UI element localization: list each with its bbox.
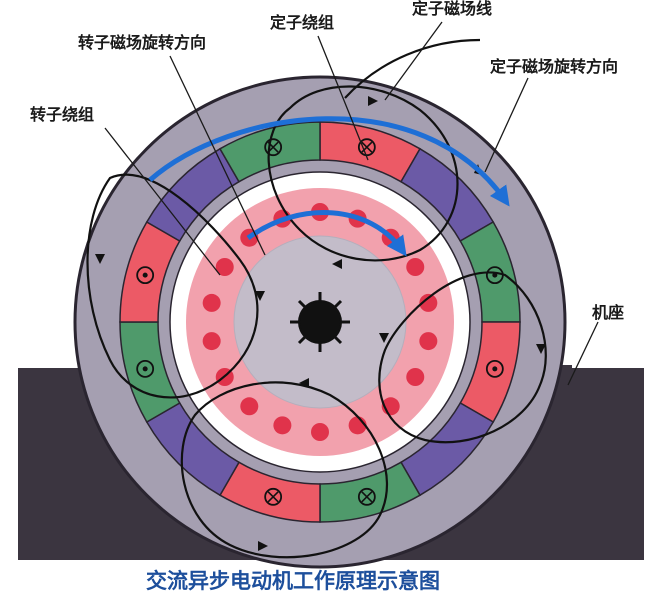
label-stator-field-direction: 定子磁场旋转方向 [489, 57, 618, 76]
diagram-caption: 交流异步电动机工作原理示意图 [146, 569, 440, 593]
label-stator-winding: 定子绕组 [269, 13, 334, 32]
rotor-bar [419, 293, 438, 312]
field-loop-bottom [180, 381, 389, 559]
stator-slot-green [218, 121, 321, 183]
rotor-bar [202, 332, 221, 351]
arrow-icon [379, 333, 389, 343]
arrow-icon [368, 96, 378, 106]
field-arrowheads [95, 96, 546, 551]
rotor-bar [311, 423, 329, 441]
stator-field-lines [86, 38, 547, 559]
field-loop-top [267, 85, 459, 262]
label-frame: 机座 [592, 303, 624, 322]
rotor-bar [406, 368, 425, 386]
current-out-icon [136, 266, 155, 285]
label-rotor-field-direction: 转子磁场旋转方向 [78, 33, 206, 52]
rotor-bar [215, 258, 234, 276]
arrow-icon [299, 378, 309, 388]
shaft-icon [290, 292, 350, 352]
rotor-bar [202, 293, 221, 312]
current-out-icon [485, 359, 504, 378]
rotor-rotation-arrow [246, 210, 407, 257]
leader-lines [104, 21, 599, 386]
stator-ring [119, 121, 521, 523]
rotor-bar [273, 416, 292, 435]
arrow-icon [95, 254, 105, 264]
current-in-icon [357, 487, 376, 506]
arrow-icon [255, 291, 265, 301]
field-loop-right [378, 271, 547, 444]
arrow-icon [536, 344, 546, 354]
label-stator-field-lines: 定子磁场线 [411, 0, 492, 18]
field-line-outer [344, 38, 481, 99]
watermark: 头条 @新能源汽修中心 [438, 565, 603, 584]
rotor-bar [419, 332, 438, 351]
label-rotor-winding: 转子绕组 [30, 105, 94, 124]
stator-rotation-arrow [148, 116, 510, 207]
rotor-bar [406, 258, 425, 276]
field-loop-left [86, 173, 259, 399]
arrow-icon [332, 259, 342, 269]
arrow-icon [258, 541, 268, 551]
rotor-bar [240, 397, 259, 416]
current-out-icon [136, 359, 155, 378]
current-in-icon [264, 487, 283, 506]
